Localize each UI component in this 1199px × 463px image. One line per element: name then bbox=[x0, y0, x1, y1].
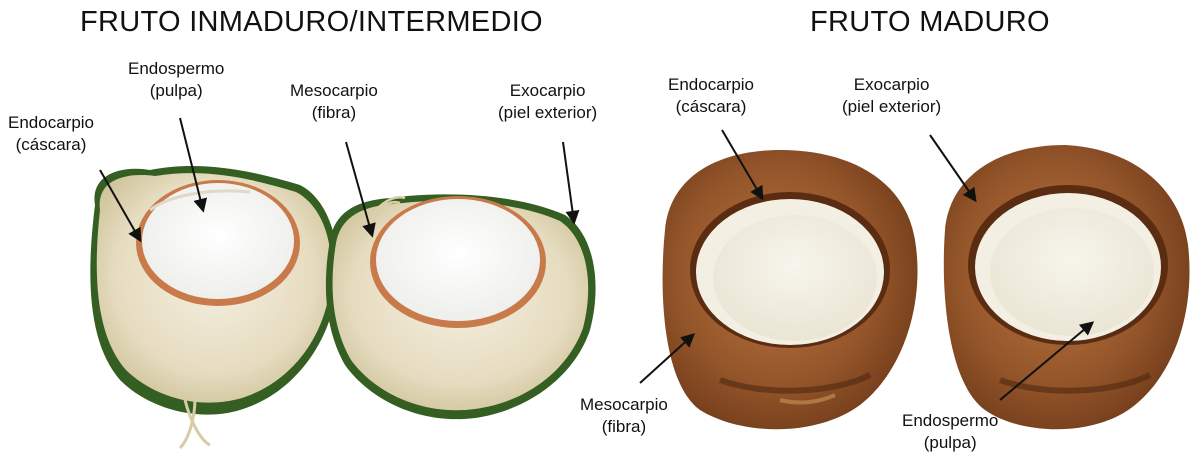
label-mature-endospermo: Endospermo (pulpa) bbox=[902, 410, 998, 454]
label-immature-endospermo-desc: (pulpa) bbox=[128, 80, 224, 102]
immature-coconut-left-half bbox=[90, 166, 338, 448]
label-immature-endospermo-name: Endospermo bbox=[128, 58, 224, 80]
mature-coconut-left bbox=[663, 150, 918, 429]
label-mature-mesocarpio-name: Mesocarpio bbox=[580, 394, 668, 416]
label-mature-exocarpio-name: Exocarpio bbox=[842, 74, 941, 96]
immature-coconut-right-half bbox=[326, 194, 596, 419]
arrow-immature-exocarpio bbox=[563, 142, 574, 222]
label-immature-exocarpio-name: Exocarpio bbox=[498, 80, 597, 102]
label-mature-exocarpio: Exocarpio (piel exterior) bbox=[842, 74, 941, 118]
label-immature-endocarpio: Endocarpio (cáscara) bbox=[8, 112, 94, 156]
label-immature-exocarpio-desc: (piel exterior) bbox=[498, 102, 597, 124]
label-immature-exocarpio: Exocarpio (piel exterior) bbox=[498, 80, 597, 124]
label-immature-mesocarpio-name: Mesocarpio bbox=[290, 80, 378, 102]
mature-coconut-right bbox=[944, 145, 1190, 429]
label-mature-endospermo-desc: (pulpa) bbox=[902, 432, 998, 454]
label-mature-endocarpio-desc: (cáscara) bbox=[668, 96, 754, 118]
label-mature-endocarpio: Endocarpio (cáscara) bbox=[668, 74, 754, 118]
label-immature-endospermo: Endospermo (pulpa) bbox=[128, 58, 224, 102]
label-immature-mesocarpio-desc: (fibra) bbox=[290, 102, 378, 124]
label-immature-endocarpio-name: Endocarpio bbox=[8, 112, 94, 134]
label-mature-mesocarpio: Mesocarpio (fibra) bbox=[580, 394, 668, 438]
label-immature-endocarpio-desc: (cáscara) bbox=[8, 134, 94, 156]
label-immature-mesocarpio: Mesocarpio (fibra) bbox=[290, 80, 378, 124]
label-mature-endocarpio-name: Endocarpio bbox=[668, 74, 754, 96]
label-mature-mesocarpio-desc: (fibra) bbox=[580, 416, 668, 438]
label-mature-endospermo-name: Endospermo bbox=[902, 410, 998, 432]
arrow-mature-exocarpio bbox=[930, 135, 975, 200]
label-mature-exocarpio-desc: (piel exterior) bbox=[842, 96, 941, 118]
